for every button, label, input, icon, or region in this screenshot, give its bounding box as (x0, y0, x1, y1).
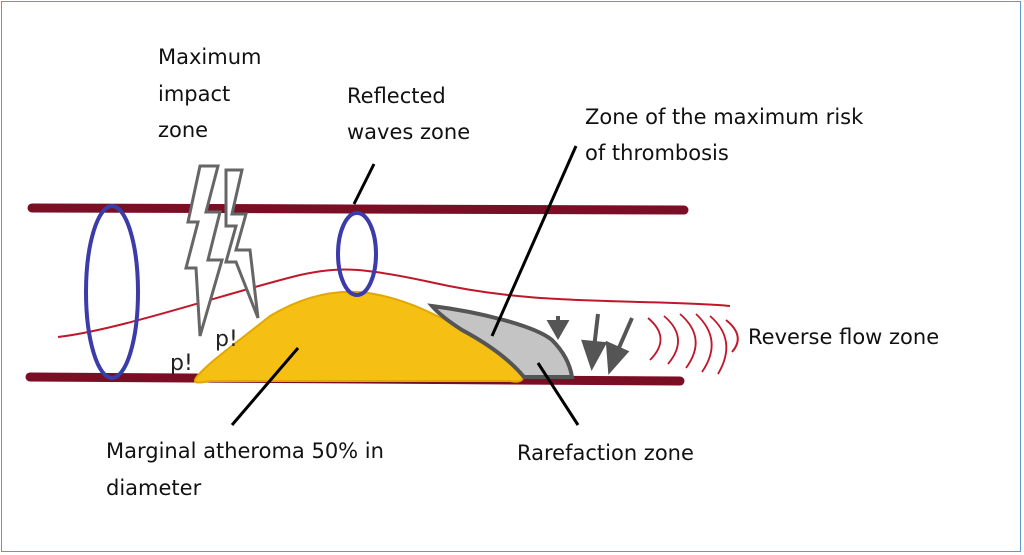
pressure-ring-reflected (336, 211, 378, 297)
max-thrombosis-risk-zone-label: Zone of the maximum risk of thrombosis (585, 105, 870, 165)
maximum-impact-zone-label: Maximum impact zone (158, 45, 268, 142)
pressure-mark-1: p! (170, 351, 193, 376)
flow-streamline (57, 268, 731, 338)
leader-thrombosis (490, 145, 578, 337)
reverse-flow-arcs (647, 313, 728, 375)
leader-reflected (352, 163, 376, 205)
vessel-upper-wall (27, 203, 689, 215)
rarefaction-zone (427, 303, 575, 379)
reverse-flow-zone-label: Reverse flow zone (748, 325, 939, 349)
reverse-flow-bracket (725, 319, 739, 353)
rarefaction-zone-label: Rarefaction zone (517, 441, 694, 465)
reflected-waves-zone-label: Reflected waves zone (347, 84, 470, 144)
lightning-bolt-icon (184, 164, 260, 337)
marginal-atheroma-label: Marginal atheroma 50% in diameter (106, 439, 391, 500)
leader-rarefaction (536, 362, 580, 426)
leader-atheroma (230, 347, 300, 426)
rarefaction-arrows (546, 313, 634, 375)
pressure-mark-2: p! (215, 327, 238, 352)
pressure-ring-entrance (84, 204, 140, 380)
